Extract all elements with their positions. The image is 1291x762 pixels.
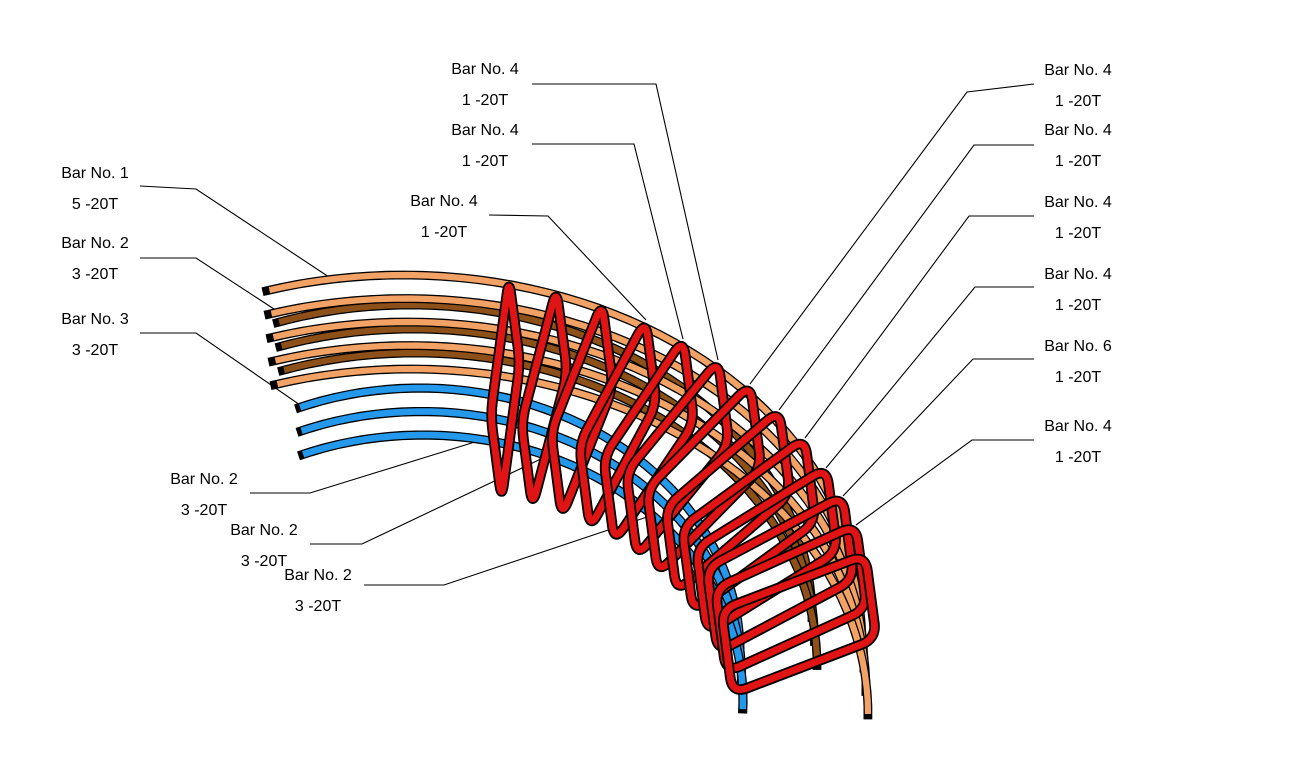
label-title: Bar No. 4: [1044, 418, 1112, 435]
bar-top-outer-1: [268, 271, 864, 621]
stirrup-bars: [486, 281, 880, 695]
leader-lines: [139, 83, 1035, 586]
leader-line-9: [825, 286, 1034, 469]
label-title: Bar No. 1: [61, 165, 129, 182]
label-qty: 1 -20T: [1054, 297, 1102, 314]
label-qty: 1 -20T: [461, 153, 509, 170]
label-qty: 1 -20T: [461, 92, 509, 109]
leader-line-10: [842, 358, 1034, 497]
label-bar-no-4-r1: Bar No. 4 1 -20T: [1044, 55, 1112, 117]
leader-line-2: [140, 332, 301, 406]
label-title: Bar No. 2: [230, 522, 298, 539]
stirrup-5: [601, 342, 696, 538]
leader-line-7: [778, 144, 1034, 411]
leader-line-8: [804, 215, 1034, 439]
label-qty: 3 -20T: [180, 502, 228, 519]
stirrup-4: [577, 324, 659, 525]
label-title: Bar No. 3: [61, 311, 129, 328]
label-qty: 3 -20T: [71, 266, 119, 283]
label-title: Bar No. 4: [1044, 194, 1112, 211]
stirrup-9: [680, 440, 818, 609]
bar-bottom-1: [299, 384, 744, 663]
label-bar-no-2-b1: Bar No. 2 3 -20T: [170, 464, 238, 526]
label-qty: 1 -20T: [1054, 93, 1102, 110]
label-title: Bar No. 4: [451, 122, 519, 139]
label-qty: 1 -20T: [420, 224, 468, 241]
stirrup-11: [705, 497, 856, 651]
label-title: Bar No. 2: [284, 567, 352, 584]
leader-line-4: [532, 143, 684, 340]
label-bar-no-1: Bar No. 1 5 -20T: [61, 158, 129, 220]
label-title: Bar No. 4: [451, 61, 519, 78]
label-bar-no-4-top3: Bar No. 4 1 -20T: [410, 186, 478, 248]
label-title: Bar No. 4: [1044, 266, 1112, 283]
label-title: Bar No. 4: [410, 193, 478, 210]
label-title: Bar No. 4: [1044, 122, 1112, 139]
label-title: Bar No. 2: [170, 471, 238, 488]
label-bar-no-2: Bar No. 2 3 -20T: [61, 228, 129, 290]
label-qty: 1 -20T: [1054, 449, 1102, 466]
label-bar-no-2-b3: Bar No. 2 3 -20T: [284, 560, 352, 622]
label-bar-no-4-top1: Bar No. 4 1 -20T: [451, 54, 519, 116]
stirrup-2: [519, 293, 570, 503]
leader-line-11: [855, 439, 1034, 526]
stirrup-6: [624, 363, 731, 554]
leader-line-14: [364, 514, 654, 586]
label-qty: 3 -20T: [71, 342, 119, 359]
leader-line-1: [140, 257, 278, 312]
leader-line-3: [532, 83, 719, 361]
label-bar-no-4-top2: Bar No. 4 1 -20T: [451, 115, 519, 177]
leader-line-13: [310, 456, 546, 545]
label-bar-no-4-r6: Bar No. 4 1 -20T: [1044, 411, 1112, 473]
label-qty: 5 -20T: [71, 196, 119, 213]
label-bar-no-3: Bar No. 3 3 -20T: [61, 304, 129, 366]
stirrup-13: [719, 555, 879, 693]
leader-line-6: [749, 83, 1035, 385]
label-bar-no-4-r3: Bar No. 4 1 -20T: [1044, 187, 1112, 249]
stirrup-1: [488, 283, 523, 495]
label-qty: 1 -20T: [1054, 153, 1102, 170]
leader-line-0: [139, 185, 333, 280]
label-bar-no-4-r4: Bar No. 4 1 -20T: [1044, 259, 1112, 321]
label-title: Bar No. 2: [61, 235, 129, 252]
label-title: Bar No. 4: [1044, 62, 1112, 79]
label-qty: 3 -20T: [240, 553, 288, 570]
label-qty: 1 -20T: [1054, 369, 1102, 386]
leader-line-5: [488, 214, 647, 321]
label-bar-no-6: Bar No. 6 1 -20T: [1044, 331, 1112, 393]
leader-line-12: [250, 440, 479, 494]
label-bar-no-4-r2: Bar No. 4 1 -20T: [1044, 115, 1112, 177]
label-qty: 1 -20T: [1054, 225, 1102, 242]
stirrup-10: [694, 469, 840, 631]
label-bar-no-2-b2: Bar No. 2 3 -20T: [230, 515, 298, 577]
label-title: Bar No. 6: [1044, 338, 1112, 355]
label-qty: 3 -20T: [294, 598, 342, 615]
